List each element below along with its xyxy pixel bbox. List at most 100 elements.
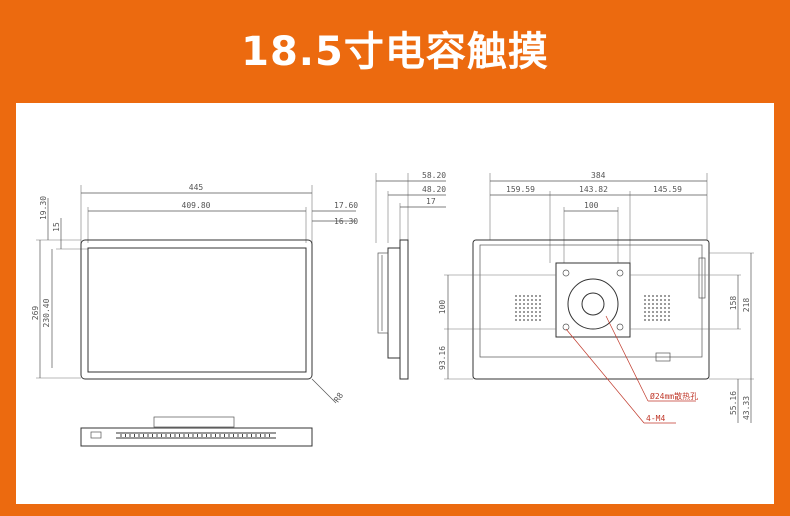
back-vesa-vertical: 100 [438,300,447,315]
vent-hole [648,311,650,313]
vent-hole [523,303,525,305]
vent-hole [515,299,517,301]
vent-hole [668,319,670,321]
vent-hole [523,319,525,321]
vent-hole [519,295,521,297]
back-width-overall: 384 [591,171,606,180]
side-view: 58.20 48.20 17 [375,171,446,380]
vent-hole [656,303,658,305]
vent-hole [527,311,529,313]
vent-hole [648,299,650,301]
vent-hole [523,295,525,297]
vent-hole [515,319,517,321]
front-width-inner: 409.80 [182,201,211,210]
vent-hole [660,303,662,305]
vent-hole [664,303,666,305]
vent-hole [535,311,537,313]
vent-hole [531,299,533,301]
vent-hole [523,299,525,301]
vent-hole [660,319,662,321]
vent-hole [668,299,670,301]
vent-hole [668,315,670,317]
vent-hole [664,295,666,297]
vent-hole [660,315,662,317]
vent-hole [535,319,537,321]
vent-hole [644,319,646,321]
vent-hole [515,303,517,305]
vent-hole [648,319,650,321]
side-depth-1: 58.20 [422,171,446,180]
vent-hole [648,307,650,309]
vent-hole [656,295,658,297]
front-corner-radius: R8 [332,391,345,404]
back-left-bottom: 93.16 [438,346,447,370]
back-right-bottom-2: 43.33 [742,396,751,420]
front-right-bezel-2: 16.30 [334,217,358,226]
vent-hole [652,319,654,321]
front-right-bezel-1: 17.60 [334,201,358,210]
back-vesa-hole: 100 [584,201,599,210]
vent-hole [531,295,533,297]
vent-hole [668,295,670,297]
front-width-overall: 445 [189,183,204,192]
vent-hole [535,315,537,317]
front-height-inner: 230.40 [42,298,51,327]
vent-hole [644,315,646,317]
vent-hole [652,315,654,317]
vent-hole [656,311,658,313]
back-vesa-span: 143.82 [579,185,608,194]
vent-hole [660,295,662,297]
vent-hole [515,311,517,313]
front-top-bezel-2: 15 [52,222,61,232]
side-depth-2: 48.20 [422,185,446,194]
vent-hole [539,295,541,297]
technical-drawing: 445 409.80 17.60 16.30 269 230.40 19.30 … [31,171,754,447]
vent-hole [648,295,650,297]
vent-hole [523,315,525,317]
vent-hole [527,307,529,309]
vent-hole [539,311,541,313]
vent-hole [660,307,662,309]
vent-hole [527,315,529,317]
vent-hole [519,303,521,305]
vent-hole [539,307,541,309]
front-top-bezel-1: 19.30 [39,196,48,220]
back-right-height-1: 218 [742,298,751,313]
vent-hole [664,319,666,321]
callout-vent-hole: Ø24mm散热孔 [650,391,698,401]
vent-hole [656,299,658,301]
vent-hole [656,319,658,321]
back-right-offset: 145.59 [653,185,682,194]
vent-hole [652,307,654,309]
vent-hole [652,303,654,305]
vent-hole [644,303,646,305]
vent-hole [539,315,541,317]
front-view: 445 409.80 17.60 16.30 269 230.40 19.30 … [31,183,358,404]
vent-hole [539,299,541,301]
vent-hole [652,299,654,301]
vent-hole [519,311,521,313]
vent-hole [515,307,517,309]
vent-hole [527,299,529,301]
page-title: 18.5寸电容触摸 [241,29,549,75]
back-left-offset: 159.59 [506,185,535,194]
vent-hole [664,307,666,309]
vent-hole [527,295,529,297]
vent-hole [656,307,658,309]
vent-hole [668,311,670,313]
vent-hole [664,299,666,301]
vent-hole [648,303,650,305]
vent-hole [531,307,533,309]
vent-hole [535,303,537,305]
vent-hole [519,307,521,309]
back-view: 384 159.59 143.82 145.59 100 [438,171,754,424]
vent-hole [539,319,541,321]
vent-hole [652,295,654,297]
vent-hole [523,311,525,313]
vent-hole [660,299,662,301]
vent-hole [527,303,529,305]
vent-hole [668,303,670,305]
vent-hole [656,315,658,317]
vent-hole [535,307,537,309]
vent-hole [644,299,646,301]
